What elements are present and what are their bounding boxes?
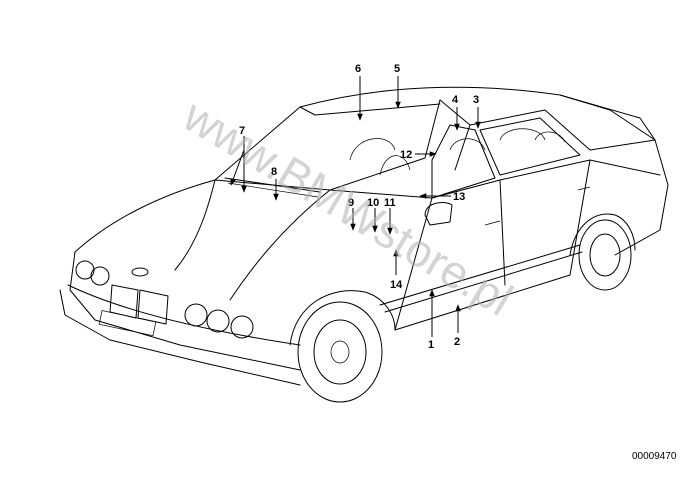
callout-labels: 1 2 3 4 5 6 7 8 9 10 11 12 13 14 [239, 63, 479, 351]
callout-14: 14 [390, 279, 403, 291]
callout-12: 12 [400, 149, 412, 161]
callout-9: 9 [348, 197, 354, 209]
car-illustration [59, 86, 669, 403]
callout-4: 4 [452, 94, 459, 106]
callout-arrows [230, 76, 481, 337]
callout-6: 6 [355, 63, 361, 75]
callout-8: 8 [271, 166, 277, 178]
diagram-id-number: 00009470 [632, 451, 677, 462]
callout-5: 5 [394, 63, 400, 75]
callout-3: 3 [473, 94, 479, 106]
callout-2: 2 [454, 336, 460, 348]
callout-13: 13 [453, 191, 465, 203]
callout-10: 10 [367, 197, 379, 209]
callout-7: 7 [239, 125, 245, 137]
callout-11: 11 [384, 197, 396, 209]
callout-1: 1 [428, 339, 434, 351]
